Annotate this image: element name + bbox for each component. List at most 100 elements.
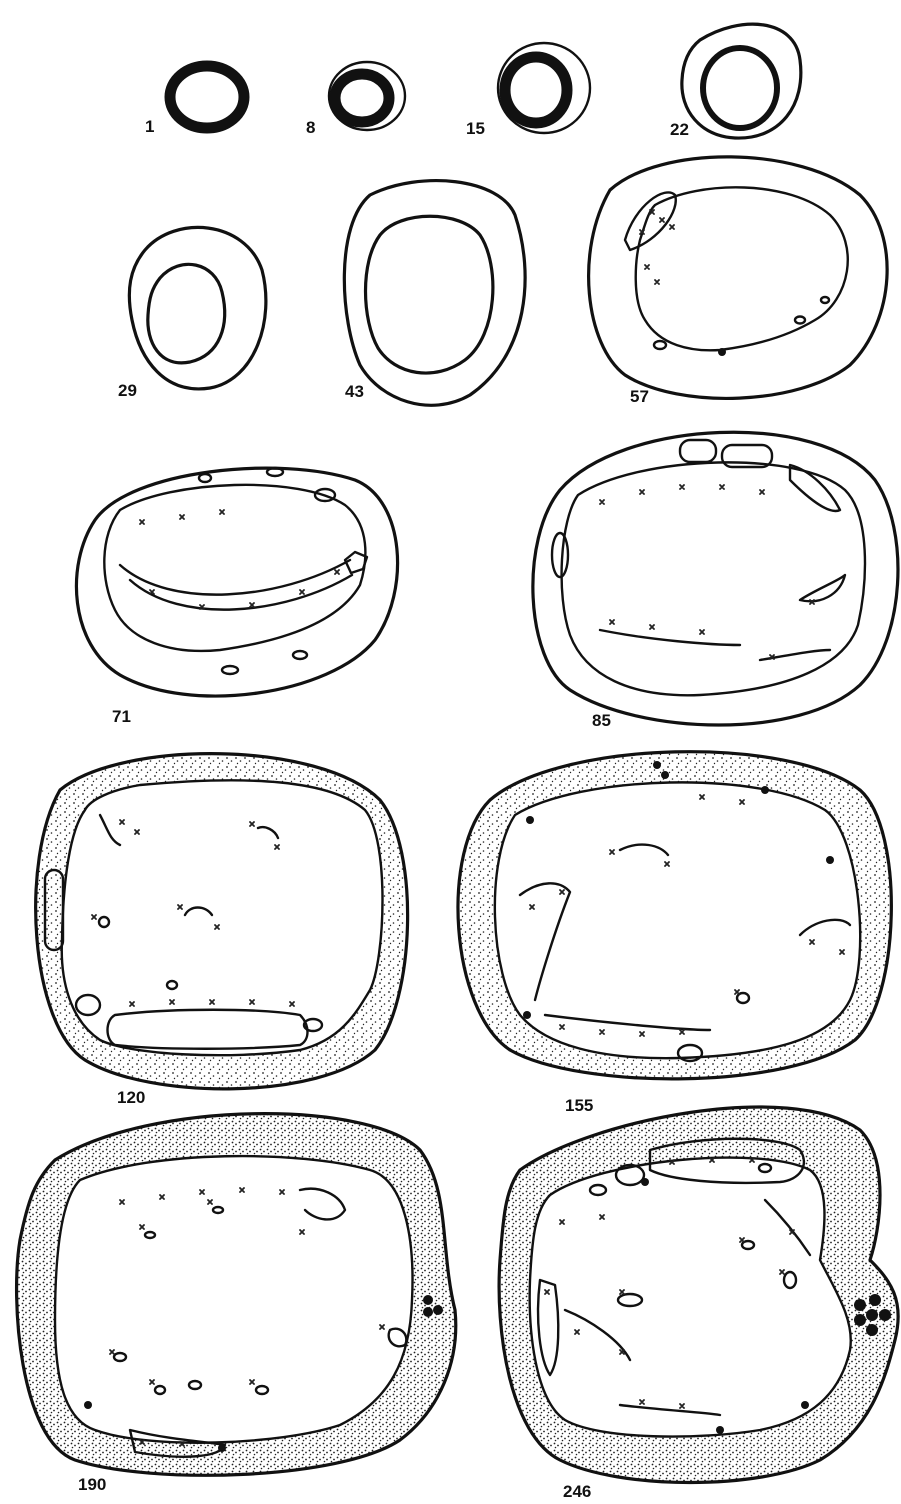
stage-43-section: 43 bbox=[344, 181, 525, 406]
stage-71-cavity bbox=[293, 651, 307, 659]
stage-8-section: 8 bbox=[306, 62, 405, 137]
stage-1-ring bbox=[170, 66, 244, 128]
stage-8-label: 8 bbox=[306, 118, 315, 137]
stage-85-section: 85 bbox=[533, 432, 898, 730]
stage-85-cavity bbox=[552, 533, 568, 577]
stage-155-dot bbox=[661, 771, 669, 779]
stage-85-fold bbox=[800, 575, 845, 601]
stage-155-dot bbox=[653, 761, 661, 769]
stage-155-fold bbox=[520, 883, 570, 1000]
stage-246-cavity bbox=[618, 1294, 642, 1306]
stage-246-dot bbox=[854, 1314, 866, 1326]
stage-43-label: 43 bbox=[345, 382, 364, 401]
stage-246-dot bbox=[866, 1324, 878, 1336]
stage-22-section: 22 bbox=[670, 24, 801, 139]
stage-190-dot bbox=[218, 1444, 226, 1452]
stage-71-lumen bbox=[104, 485, 365, 651]
stage-15-label: 15 bbox=[466, 119, 485, 138]
stage-29-label: 29 bbox=[118, 381, 137, 400]
stage-155-dot bbox=[826, 856, 834, 864]
stage-246-cavity bbox=[759, 1164, 771, 1172]
stage-15-inner-ring bbox=[505, 57, 567, 123]
stage-71-cavity bbox=[267, 468, 283, 476]
stage-190-lumen bbox=[55, 1156, 413, 1443]
stage-120-fold bbox=[185, 908, 212, 916]
stage-71-section: 71 bbox=[76, 468, 397, 726]
stage-57-cavity bbox=[795, 317, 805, 324]
stage-190-fold bbox=[300, 1189, 345, 1220]
stage-71-label: 71 bbox=[112, 707, 131, 726]
stage-71-cavity bbox=[199, 474, 211, 482]
stage-190-dot bbox=[433, 1305, 443, 1315]
stage-120-cells bbox=[92, 820, 294, 1006]
stage-246-lumen bbox=[530, 1158, 851, 1437]
stage-43-inner-ring bbox=[366, 216, 493, 373]
stage-22-inner-ring bbox=[703, 48, 777, 128]
stage-57-cavity bbox=[654, 341, 666, 349]
stage-155-cells bbox=[530, 795, 844, 1036]
stage-190-cavity bbox=[155, 1386, 165, 1394]
stage-190-cavity bbox=[213, 1207, 223, 1213]
stage-155-fold bbox=[800, 920, 850, 935]
stage-57-lumen bbox=[636, 187, 848, 350]
stage-246-dot bbox=[801, 1401, 809, 1409]
stage-155-dot bbox=[526, 816, 534, 824]
stage-57-dot bbox=[718, 348, 726, 356]
stage-120-section: 120 bbox=[36, 754, 408, 1107]
stage-246-section: 246 bbox=[499, 1107, 898, 1501]
stage-246-cells bbox=[545, 1158, 794, 1408]
stage-190-dot bbox=[84, 1401, 92, 1409]
stage-246-dot bbox=[869, 1294, 881, 1306]
stage-190-section: 190 bbox=[17, 1114, 456, 1494]
stage-85-label: 85 bbox=[592, 711, 611, 730]
stage-246-fold bbox=[620, 1405, 720, 1415]
stage-190-cavity bbox=[189, 1381, 201, 1389]
stage-85-cells bbox=[600, 485, 814, 659]
stage-120-fold bbox=[100, 815, 120, 845]
stage-22-outer-ring bbox=[682, 24, 801, 138]
stage-155-fold bbox=[620, 845, 668, 855]
stage-246-dot bbox=[866, 1309, 878, 1321]
stage-190-cavity bbox=[114, 1353, 126, 1361]
stage-120-lumen bbox=[62, 780, 383, 1055]
stage-120-label: 120 bbox=[117, 1088, 145, 1107]
stage-1-section: 1 bbox=[145, 66, 244, 136]
stage-15-section: 15 bbox=[466, 43, 590, 138]
stage-155-dot bbox=[761, 786, 769, 794]
stage-8-inner-ring bbox=[335, 74, 389, 122]
stage-57-fold bbox=[625, 192, 676, 250]
stage-190-cavity bbox=[145, 1232, 155, 1238]
stage-155-section: 155 bbox=[458, 752, 891, 1115]
stage-155-stipple-layer bbox=[458, 752, 891, 1079]
stage-85-fold bbox=[790, 465, 840, 511]
stage-120-cavity bbox=[167, 981, 177, 989]
stage-190-dot bbox=[423, 1307, 433, 1317]
stage-71-cavity bbox=[222, 666, 238, 674]
stage-29-inner-ring bbox=[148, 264, 225, 363]
stage-120-cavity bbox=[99, 917, 109, 927]
stage-155-lumen bbox=[495, 782, 860, 1058]
stage-190-cavity bbox=[389, 1329, 407, 1347]
stage-190-stipple-layer bbox=[17, 1114, 456, 1476]
stage-85-fold bbox=[600, 630, 740, 645]
stage-57-cavity bbox=[821, 297, 829, 303]
stage-246-dot bbox=[641, 1178, 649, 1186]
stage-57-section: 57 bbox=[589, 157, 888, 406]
stage-155-label: 155 bbox=[565, 1096, 593, 1115]
stage-190-cells bbox=[110, 1188, 384, 1446]
stage-71-outer-ring bbox=[76, 468, 397, 696]
stage-155-dot bbox=[523, 1011, 531, 1019]
stage-190-label: 190 bbox=[78, 1475, 106, 1494]
stage-246-dot bbox=[716, 1426, 724, 1434]
stage-246-cavity bbox=[590, 1185, 606, 1195]
stage-190-cavity bbox=[256, 1386, 268, 1394]
stage-1-label: 1 bbox=[145, 117, 154, 136]
stage-190-dot bbox=[423, 1295, 433, 1305]
stage-246-fold bbox=[765, 1200, 810, 1255]
stage-246-dot bbox=[854, 1299, 866, 1311]
stage-120-fold bbox=[258, 827, 278, 838]
stage-85-cavity bbox=[680, 440, 716, 462]
stage-22-label: 22 bbox=[670, 120, 689, 139]
stage-246-cavity bbox=[784, 1272, 796, 1288]
